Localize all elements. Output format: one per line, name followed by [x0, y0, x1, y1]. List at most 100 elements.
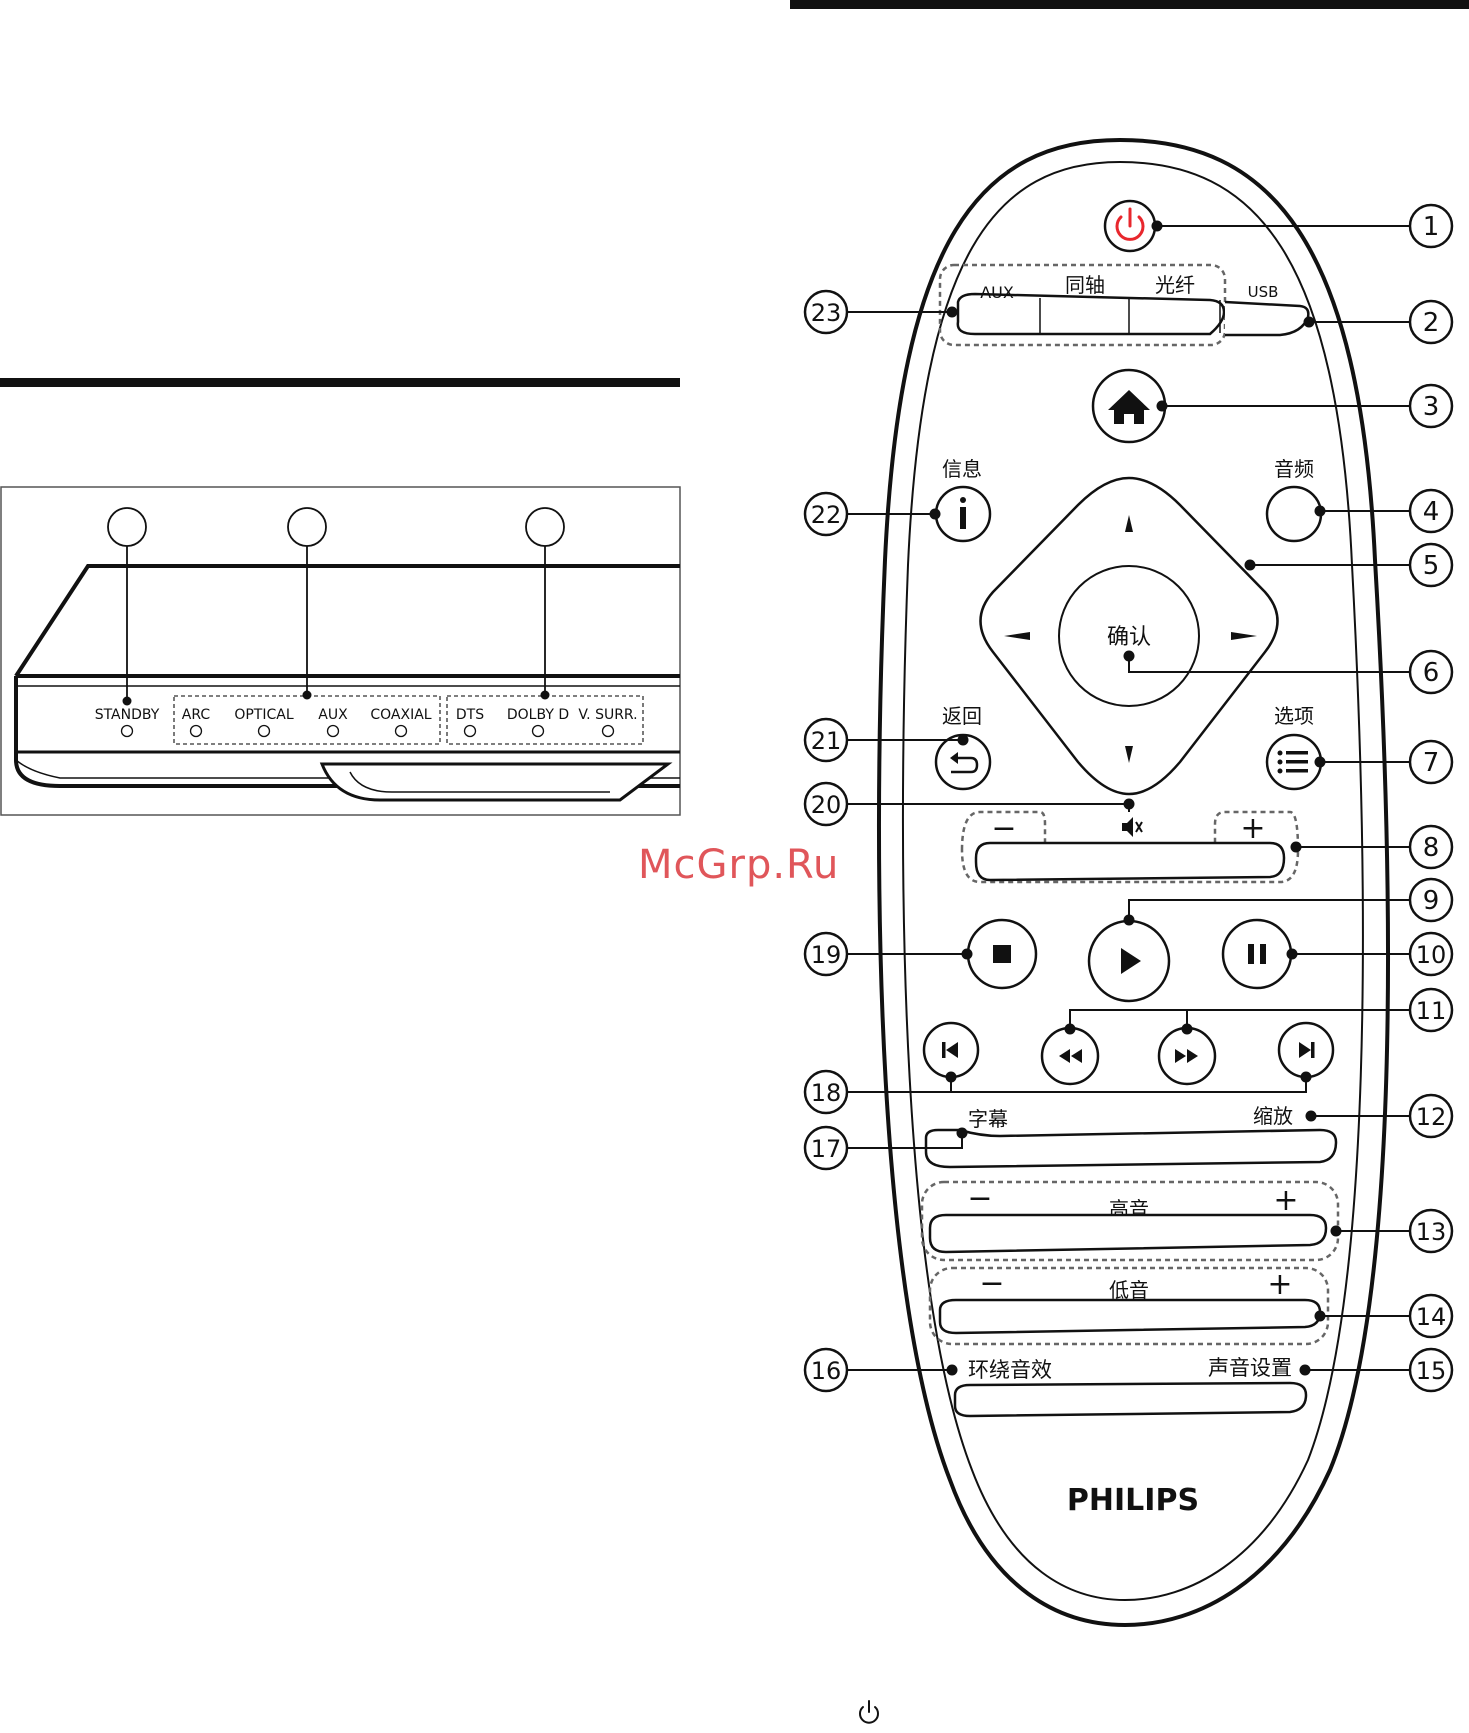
svg-text:2: 2 [1423, 308, 1440, 338]
stop-icon [993, 945, 1011, 963]
home-button[interactable] [1093, 370, 1165, 442]
options-list-icon [1278, 751, 1309, 774]
subtitle-label: 字幕 [968, 1107, 1008, 1131]
svg-text:11: 11 [1416, 997, 1447, 1025]
next-button[interactable] [1279, 1023, 1333, 1077]
svg-text:4: 4 [1423, 497, 1440, 527]
info-label: 信息 [942, 457, 982, 481]
rewind-button[interactable] [1042, 1028, 1098, 1084]
indicator-led-arc [191, 726, 202, 737]
source-label-optical: 光纤 [1155, 273, 1195, 297]
svg-text:15: 15 [1416, 1357, 1447, 1385]
zoom-label: 缩放 [1253, 1104, 1293, 1128]
callout-11: 11 [1410, 989, 1452, 1031]
callout-18: 18 [805, 1071, 847, 1113]
source-label-aux: AUX [980, 283, 1014, 302]
panel-callout-audio [526, 508, 564, 546]
indicator-led-dts [465, 726, 476, 737]
svg-text:19: 19 [811, 941, 842, 969]
svg-text:13: 13 [1416, 1218, 1447, 1246]
callout-17: 17 [805, 1127, 847, 1169]
callout-14: 14 [1410, 1295, 1452, 1337]
info-button[interactable] [936, 487, 990, 541]
callout-2: 2 [1410, 301, 1452, 343]
callout-1: 1 [1410, 205, 1452, 247]
source-label-coaxial: 同轴 [1065, 273, 1105, 297]
svg-text:5: 5 [1423, 551, 1440, 581]
callout-12: 12 [1410, 1095, 1452, 1137]
front-panel-diagram: STANDBY ARC OPTICAL AUX COAXIAL DTS DOLB… [1, 487, 680, 815]
pause-button[interactable] [1223, 920, 1291, 988]
svg-text:1: 1 [1423, 212, 1440, 242]
treble-rocker[interactable] [930, 1215, 1326, 1252]
subtitle-zoom-rocker[interactable] [926, 1130, 1336, 1167]
indicator-label-optical: OPTICAL [234, 707, 293, 723]
brand-logo: PHILIPS [1067, 1483, 1199, 1518]
panel-leader-dot-sources [303, 691, 312, 700]
callout-9: 9 [1410, 879, 1452, 921]
svg-text:20: 20 [811, 791, 842, 819]
watermark: McGrp.Ru [638, 842, 839, 888]
options-label: 选项 [1274, 704, 1314, 728]
footer-power-icon [860, 1701, 878, 1723]
indicator-label-dts: DTS [456, 707, 484, 723]
svg-text:6: 6 [1423, 658, 1440, 688]
callout-20: 20 [805, 783, 847, 825]
indicator-led-aux [328, 726, 339, 737]
callout-22: 22 [805, 493, 847, 535]
audio-button[interactable] [1267, 487, 1321, 541]
options-button[interactable] [1267, 735, 1321, 789]
treble-plus-label: + [1273, 1183, 1298, 1218]
section-rule-left [0, 378, 680, 387]
bass-label: 低音 [1109, 1278, 1149, 1302]
indicator-led-coaxial [396, 726, 407, 737]
volume-rocker[interactable] [976, 843, 1284, 880]
indicator-led-standby [122, 726, 133, 737]
back-label: 返回 [942, 704, 982, 728]
callout-4: 4 [1410, 490, 1452, 532]
indicator-label-dolby-d: DOLBY D [507, 707, 569, 723]
source-label-usb: USB [1248, 283, 1279, 301]
bass-plus-label: + [1267, 1267, 1292, 1302]
usb-button[interactable] [1225, 302, 1308, 335]
svg-text:9: 9 [1423, 886, 1440, 916]
panel-callout-standby [108, 508, 146, 546]
panel-leader-dot-standby [123, 697, 132, 706]
power-button[interactable] [1105, 201, 1155, 251]
svg-text:7: 7 [1423, 748, 1440, 778]
svg-text:14: 14 [1416, 1303, 1447, 1331]
indicator-label-v-surr: V. SURR. [578, 707, 637, 723]
info-icon [960, 497, 966, 529]
treble-minus-label: − [967, 1181, 992, 1216]
panel-callout-sources [288, 508, 326, 546]
surround-sound-rocker[interactable] [955, 1383, 1306, 1416]
fast-forward-button[interactable] [1159, 1028, 1215, 1084]
header-rule-right [790, 0, 1469, 9]
indicator-led-v-surr [603, 726, 614, 737]
callout-21: 21 [805, 719, 847, 761]
panel-leader-dot-audio [541, 691, 550, 700]
callout-6: 6 [1410, 651, 1452, 693]
indicator-label-arc: ARC [182, 707, 211, 723]
volume-minus-label: − [991, 811, 1016, 846]
svg-text:22: 22 [811, 501, 842, 529]
previous-button[interactable] [924, 1023, 978, 1077]
svg-text:10: 10 [1416, 941, 1447, 969]
callout-8: 8 [1410, 826, 1452, 868]
bass-rocker[interactable] [940, 1300, 1320, 1333]
remote-control-diagram: AUX 同轴 光纤 USB 信息 音频 确认 返回 [805, 140, 1452, 1625]
svg-text:16: 16 [811, 1357, 842, 1385]
ok-label: 确认 [1107, 625, 1151, 650]
audio-label: 音频 [1274, 457, 1314, 481]
callout-23: 23 [805, 291, 847, 333]
surround-label: 环绕音效 [968, 1358, 1052, 1382]
play-button[interactable] [1089, 921, 1169, 1001]
callout-5: 5 [1410, 544, 1452, 586]
stop-button[interactable] [968, 920, 1036, 988]
volume-plus-label: + [1240, 811, 1265, 846]
panel-top-edge [16, 566, 680, 676]
sound-settings-label: 声音设置 [1208, 1356, 1292, 1380]
bass-minus-label: − [979, 1266, 1004, 1301]
svg-text:8: 8 [1423, 833, 1440, 863]
